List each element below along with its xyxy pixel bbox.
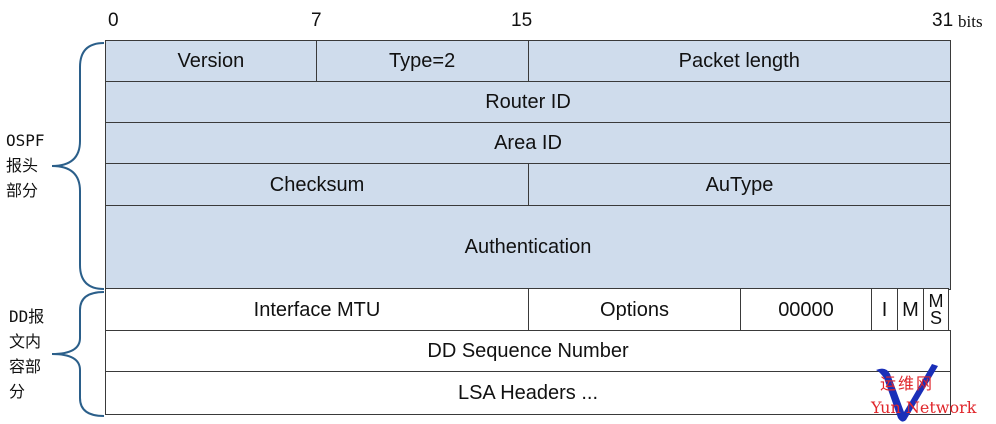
v-logo-icon	[876, 364, 938, 422]
ms-bit-label-s: S	[929, 308, 942, 328]
bit-label-15: 15	[511, 10, 533, 31]
dd-row-2: DD Sequence Number	[105, 330, 951, 373]
bit-label-7: 7	[311, 10, 322, 31]
authentication-field: Authentication	[105, 205, 951, 290]
packet-length-field: Packet length	[527, 40, 951, 83]
m-bit-field: M	[897, 288, 924, 332]
autype-field: AuType	[528, 163, 951, 207]
header-row-5: Authentication	[105, 205, 951, 290]
i-bit-field: I	[871, 288, 898, 332]
version-field: Version	[105, 40, 317, 83]
ms-bit-field: M S	[923, 288, 949, 332]
type-field: Type=2	[315, 40, 529, 83]
bit-label-0: 0	[108, 10, 119, 31]
watermark-en-text: Yun Network	[871, 398, 977, 417]
watermark-cn-text: 运维网	[880, 374, 935, 393]
ospf-header-label: OSPF 报头 部分	[6, 131, 45, 200]
dd-row-1: Interface MTU Options 00000 I M M S	[105, 288, 951, 332]
dd-body-label: DD报 文内 容部 分	[9, 307, 45, 401]
lsa-headers-field: LSA Headers ...	[105, 371, 951, 415]
header-row-1: Version Type=2 Packet length	[105, 40, 951, 83]
reserved-bits-field: 00000	[740, 288, 872, 332]
router-id-field: Router ID	[105, 81, 951, 124]
area-id-field: Area ID	[105, 122, 951, 165]
dd-sequence-number-field: DD Sequence Number	[105, 330, 951, 373]
bit-label-31: 31	[932, 10, 954, 31]
dd-row-3: LSA Headers ...	[105, 371, 951, 415]
header-row-3: Area ID	[105, 122, 951, 165]
bits-unit-label: bits	[958, 12, 983, 31]
checksum-field: Checksum	[105, 163, 529, 207]
options-field: Options	[528, 288, 741, 332]
header-row-4: Checksum AuType	[105, 163, 951, 207]
watermark-logo: 运维网 Yun Network	[868, 360, 992, 424]
interface-mtu-field: Interface MTU	[105, 288, 529, 332]
ospf-header-brace	[51, 42, 105, 290]
header-row-2: Router ID	[105, 81, 951, 124]
ms-bit-label-m: M	[928, 291, 944, 311]
dd-body-brace	[51, 291, 105, 417]
